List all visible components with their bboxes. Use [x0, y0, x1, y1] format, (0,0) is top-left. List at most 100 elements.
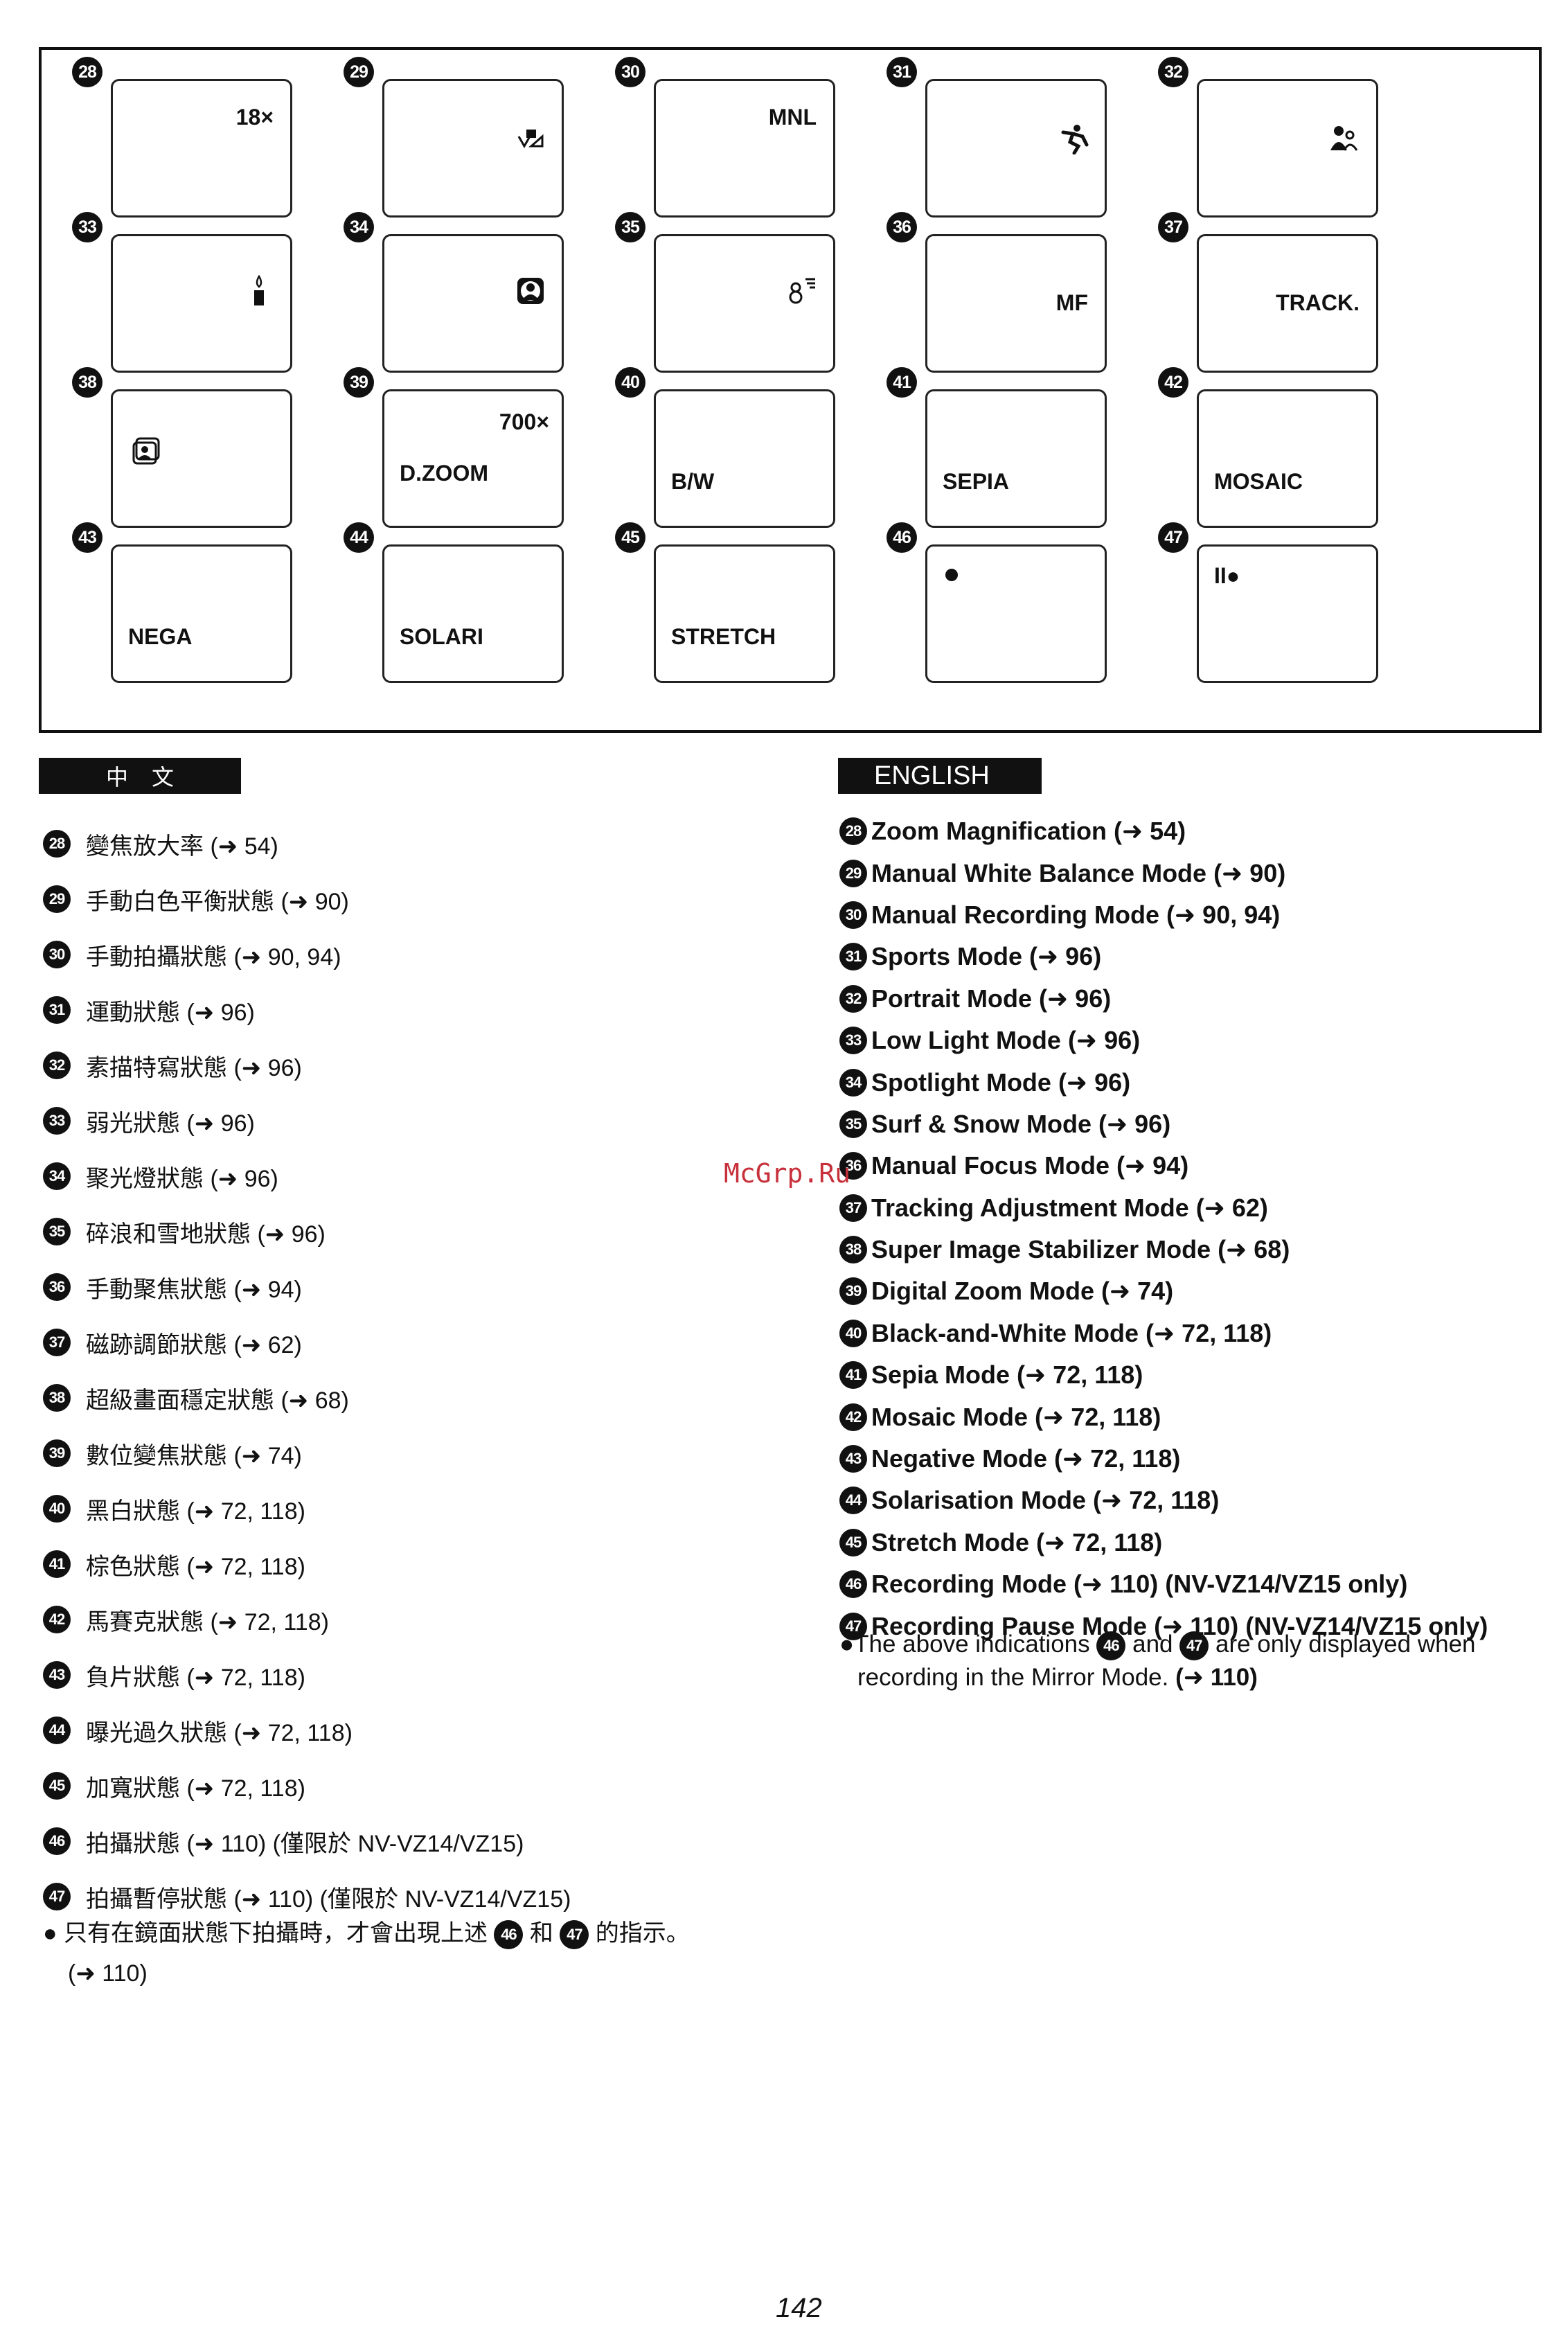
candle-icon [243, 274, 275, 310]
item-text: 手動拍攝狀態 (➜ 90, 94) [86, 943, 341, 970]
portrait-icon [1329, 123, 1361, 158]
record-dot-icon [945, 569, 958, 581]
number-badge: 46 [43, 1827, 71, 1855]
item-text: 手動聚焦狀態 (➜ 94) [86, 1276, 302, 1303]
number-badge: 39 [344, 367, 374, 398]
screen-label: 18× [235, 105, 274, 130]
number-badge: 47 [839, 1612, 867, 1640]
number-badge: 28 [72, 57, 103, 87]
viewfinder-frame: II● [1197, 544, 1378, 683]
number-badge: 28 [43, 830, 71, 858]
number-badge: 47 [560, 1920, 589, 1950]
item-text: Manual Focus Mode (➜ 94) [871, 1151, 1189, 1180]
item-text: 聚光燈狀態 (➜ 96) [86, 1165, 278, 1192]
item-text: Portrait Mode (➜ 96) [871, 984, 1112, 1013]
number-badge: 40 [615, 367, 645, 398]
screen-label: SOLARI [400, 624, 483, 649]
number-badge: 38 [839, 1236, 867, 1264]
screen-label: II● [1214, 563, 1240, 588]
item-text: Sports Mode (➜ 96) [871, 942, 1102, 971]
item-text: 碎浪和雪地狀態 (➜ 96) [86, 1221, 326, 1248]
chinese-header: 中文 [39, 758, 241, 794]
viewfinder-frame [111, 389, 292, 528]
english-header: ENGLISH [838, 758, 1042, 794]
number-badge: 44 [344, 522, 374, 553]
number-badge: 41 [839, 1361, 867, 1390]
number-badge: 31 [43, 996, 71, 1024]
number-badge: 35 [839, 1110, 867, 1138]
watermark: McGrp.Ru [724, 1158, 851, 1189]
number-badge: 38 [72, 367, 103, 398]
item-text: 加寬狀態 (➜ 72, 118) [86, 1775, 305, 1802]
indication-screen: 29 [344, 57, 617, 218]
indication-screen: 31 [887, 57, 1160, 218]
item-text: Surf & Snow Mode (➜ 96) [871, 1109, 1171, 1138]
indication-screen: 28 18× [72, 57, 346, 218]
viewfinder-frame: NEGA [111, 544, 292, 683]
screen-label: STRETCH [671, 624, 776, 649]
number-badge: 31 [887, 57, 917, 87]
chinese-item: 42 馬賽克狀態 (➜ 72, 118) [43, 1592, 571, 1647]
viewfinder-frame [382, 79, 564, 218]
number-badge: 37 [43, 1329, 71, 1356]
surf-snow-icon [786, 275, 818, 310]
item-text: Digital Zoom Mode (➜ 74) [871, 1277, 1174, 1306]
indication-screen: 35 [615, 212, 889, 373]
item-text: Recording Mode (➜ 110) (NV-VZ14/VZ15 onl… [871, 1570, 1408, 1599]
number-badge: 40 [839, 1319, 867, 1347]
number-badge: 43 [72, 522, 103, 553]
number-badge: 45 [615, 522, 645, 553]
viewfinder-frame [111, 234, 292, 373]
item-text: Stretch Mode (➜ 72, 118) [871, 1527, 1163, 1556]
number-badge: 39 [43, 1439, 71, 1467]
number-badge: 30 [615, 57, 645, 87]
number-badge: 35 [615, 212, 645, 242]
number-badge: 46 [1096, 1631, 1126, 1660]
screen-label: SEPIA [943, 469, 1010, 494]
number-badge: 38 [43, 1384, 71, 1412]
number-badge: 43 [839, 1445, 867, 1473]
viewfinder-frame: MF [925, 234, 1107, 373]
number-badge: 42 [1158, 367, 1188, 398]
number-badge: 28 [839, 817, 867, 846]
item-text: 曝光過久狀態 (➜ 72, 118) [86, 1719, 353, 1746]
viewfinder-frame: SOLARI [382, 544, 564, 683]
item-text: Negative Mode (➜ 72, 118) [871, 1444, 1181, 1473]
number-badge: 31 [839, 943, 867, 971]
number-badge: 33 [839, 1027, 867, 1055]
number-badge: 36 [839, 1152, 867, 1180]
number-badge: 34 [839, 1068, 867, 1097]
sports-runner-icon [1058, 123, 1089, 158]
item-text: Solarisation Mode (➜ 72, 118) [871, 1486, 1220, 1515]
number-badge: 39 [839, 1277, 867, 1306]
number-badge: 46 [494, 1920, 524, 1950]
viewfinder-frame [925, 544, 1107, 683]
number-badge: 42 [43, 1606, 71, 1633]
number-badge: 32 [1158, 57, 1188, 87]
number-badge: 47 [43, 1883, 71, 1910]
number-badge: 33 [72, 212, 103, 242]
number-badge: 42 [839, 1403, 867, 1431]
viewfinder-frame [382, 234, 564, 373]
item-text: 馬賽克狀態 (➜ 72, 118) [86, 1608, 329, 1635]
item-text: 超級畫面穩定狀態 (➜ 68) [86, 1387, 349, 1414]
